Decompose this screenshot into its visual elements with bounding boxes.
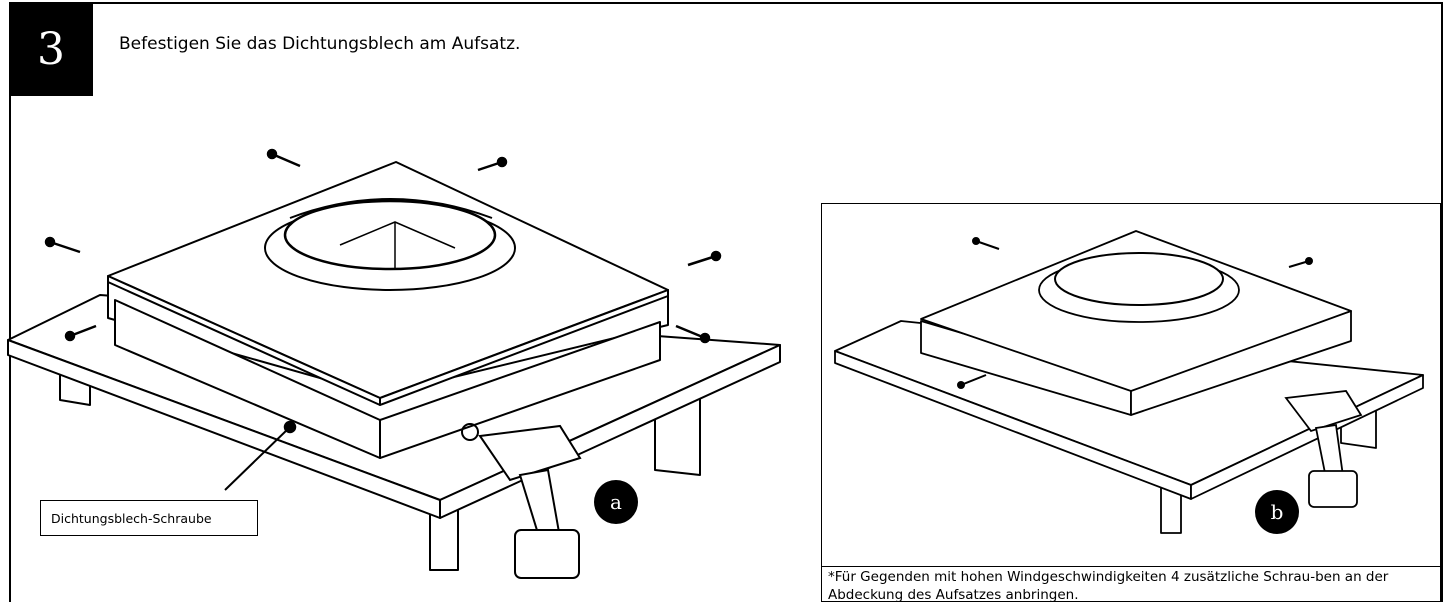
step-instruction: Befestigen Sie das Dichtungsblech am Auf… <box>119 34 521 54</box>
drill-icon <box>461 423 582 579</box>
badge-a: a <box>594 480 638 524</box>
inset-divider <box>821 566 1441 567</box>
badge-b: b <box>1255 490 1299 534</box>
inset-drill-icon <box>1284 390 1363 508</box>
step-number: 3 <box>37 23 65 75</box>
main-assembly-illustration <box>7 148 781 579</box>
high-wind-footnote: *Für Gegenden mit hohen Windgeschwindigk… <box>828 569 1389 604</box>
page-frame <box>9 2 1443 602</box>
inset-assembly-illustration <box>834 230 1424 534</box>
badge-a-label: a <box>610 490 622 514</box>
callout-label: Dichtungsblech-Schraube <box>51 510 212 526</box>
screws <box>44 148 722 434</box>
badge-b-label: b <box>1270 500 1284 524</box>
step-number-badge: 3 <box>9 2 93 96</box>
sealing-sheet-screw-callout: Dichtungsblech-Schraube <box>40 500 258 536</box>
